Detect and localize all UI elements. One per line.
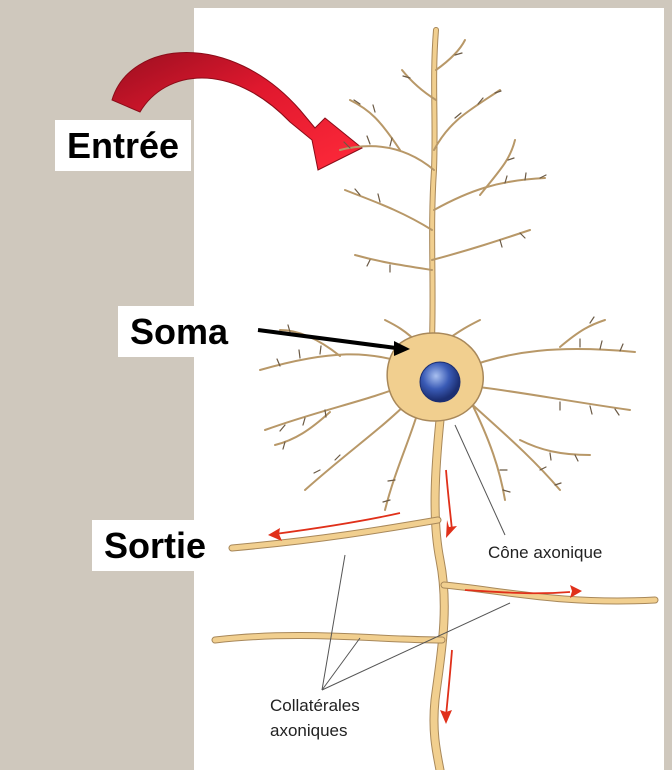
output-label: Sortie [92,520,218,571]
nucleus [420,362,460,402]
dendrites [260,30,635,510]
axon-collaterals-line1: Collatérales [270,694,360,719]
signal-arrows [275,470,570,716]
axon-collaterals-line2: axoniques [270,719,360,744]
axon-collaterals-label: Collatérales axoniques [270,694,360,743]
input-label: Entrée [55,120,191,171]
axon-hillock-label: Cône axonique [488,541,602,566]
soma-label: Soma [118,306,240,357]
